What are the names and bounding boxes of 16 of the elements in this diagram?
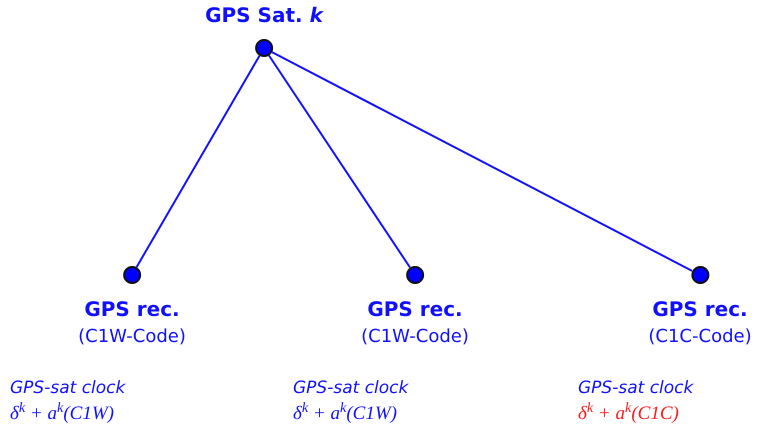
clock-label: GPS-sat clock [10,377,126,400]
clock-label: GPS-sat clock [293,377,408,400]
node-title: GPS rec. [84,296,180,323]
node-subtitle: (C1W-Code) [78,325,186,349]
clock-formula: δ$^{k}$ + a$^{k}$(C1C) [578,402,679,426]
clock-formula: δ$^{k}$ + a$^{k}$(C1W) [10,402,114,426]
node-subtitle: (C1W-Code) [361,325,469,349]
node-title: GPS rec. [652,296,748,323]
clock-formula: δ$^{k}$ + a$^{k}$(C1W) [293,402,397,426]
connector-line [136,55,260,268]
connector-line [272,51,692,272]
node-subtitle: (C1C-Code) [648,325,752,349]
node-title: GPS rec. [367,296,463,323]
node-title: GPS Sat. k [205,2,323,29]
connector-line [268,54,411,268]
clock-label: GPS-sat clock [578,377,694,400]
